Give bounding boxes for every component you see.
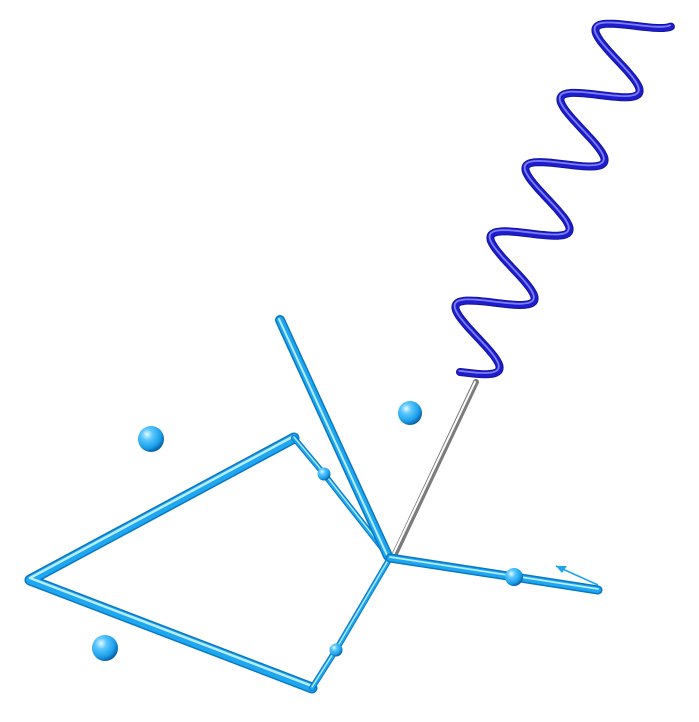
junction-beads — [317, 467, 523, 657]
arrow-glyph — [555, 565, 599, 586]
sphere-top-left — [138, 426, 164, 452]
bead-upper — [317, 467, 331, 481]
wavy-helix — [451, 19, 675, 379]
bead-lower — [329, 643, 343, 657]
diagonal-rod — [275, 315, 393, 561]
sphere-bottom-left — [92, 635, 118, 661]
bead-right — [505, 568, 523, 586]
gray-cylinder — [391, 379, 479, 559]
sphere-center — [398, 401, 422, 425]
right-arm — [385, 553, 603, 595]
floating-spheres — [92, 401, 422, 661]
